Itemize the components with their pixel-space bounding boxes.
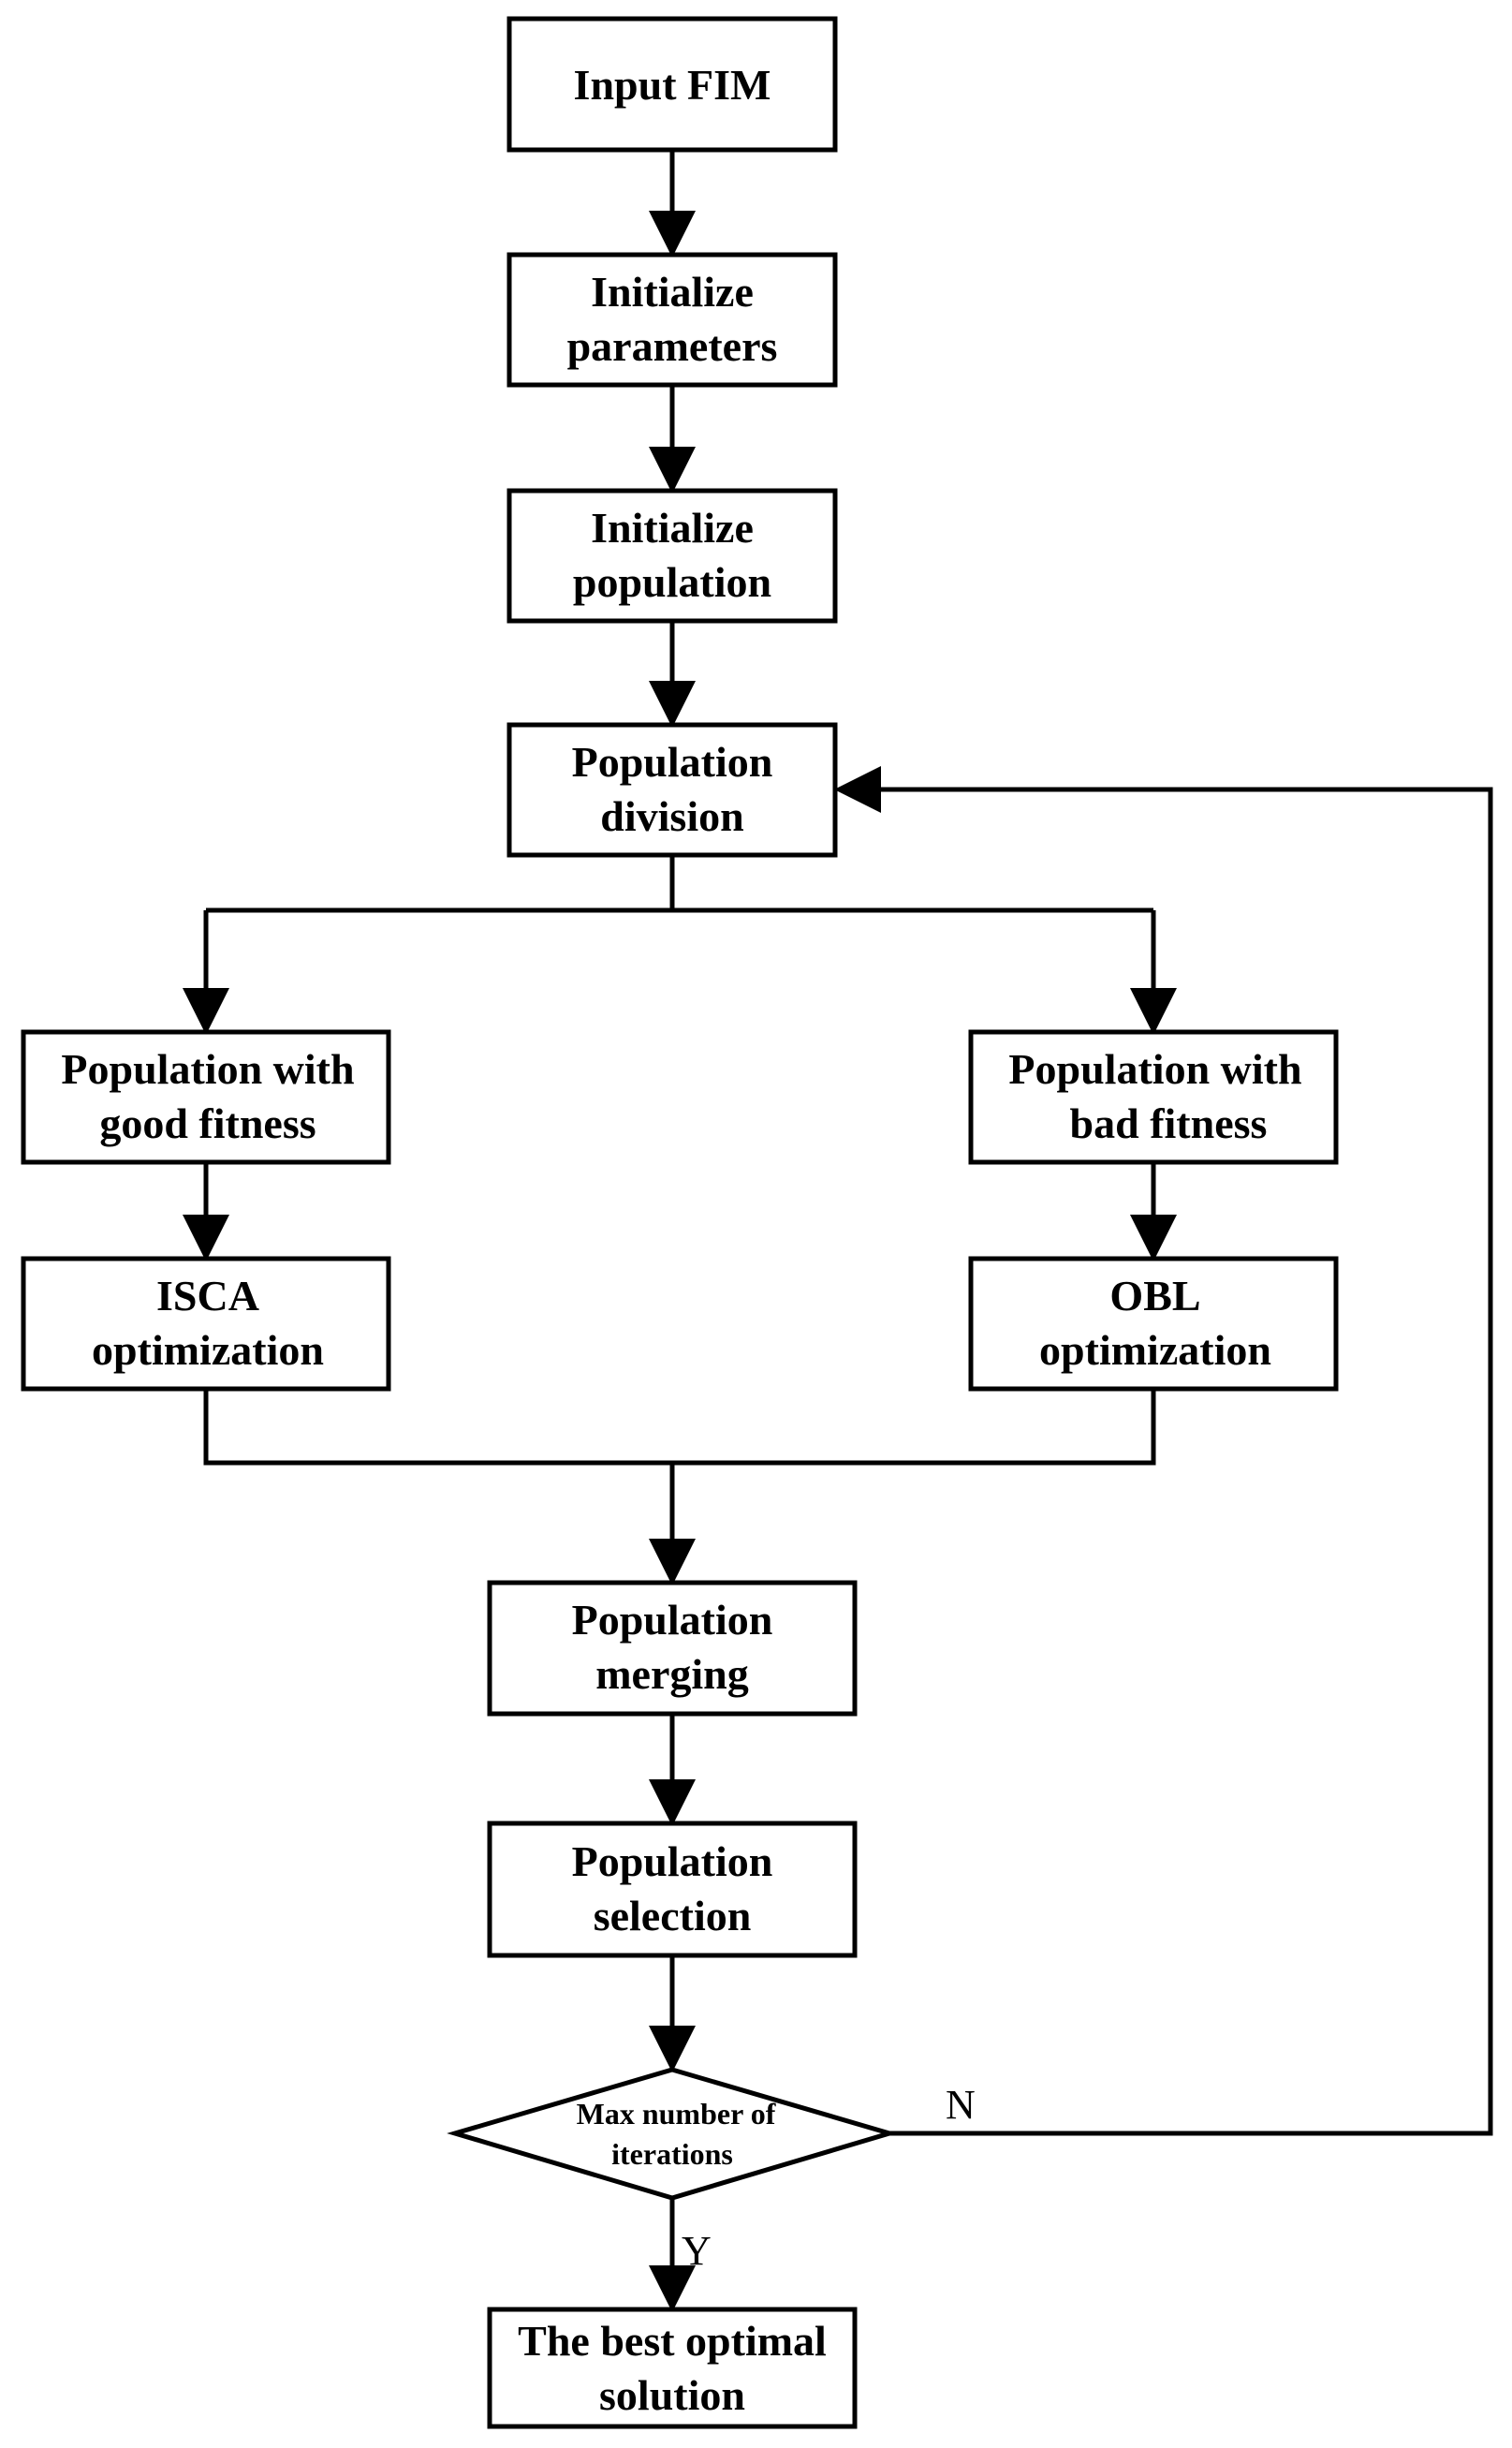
population-good-fitness-label-line-1: Population with [61,1045,354,1093]
initialize-population-box: Initialize population [506,488,838,624]
obl-optimization-label-line-2: optimization [1039,1326,1271,1374]
population-merging-label-line-2: merging [595,1650,749,1698]
max-iterations-decision: Max number of iterations [447,2067,898,2201]
max-iterations-label-line-1: Max number of [577,2097,776,2131]
initialize-population-label-line-2: population [573,558,771,606]
obl-optimization-label-line-1: OBL [1109,1272,1200,1320]
population-good-fitness-box: Population with good fitness [21,1029,391,1165]
best-optimal-solution-box: The best optimal solution [487,2307,858,2429]
best-optimal-solution-label-line-2: solution [599,2371,745,2419]
initialize-parameters-label-line-1: Initialize [591,268,754,316]
connectors [183,150,1493,2312]
population-selection-label-line-2: selection [594,1892,752,1939]
no-label: N [946,2082,976,2128]
input-fim-label-line-1: Input FIM [574,61,771,109]
population-division-label-line-2: division [600,792,743,840]
population-selection-box: Population selection [487,1821,858,1958]
initialize-population-label-line-1: Initialize [591,504,754,552]
population-bad-fitness-label-line-2: bad fitness [1070,1099,1268,1147]
initialize-parameters-box: Initialize parameters [506,252,838,388]
population-bad-fitness-box: Population with bad fitness [968,1029,1339,1165]
input-fim-box: Input FIM [506,16,838,153]
isca-optimization-label-line-1: ISCA [156,1272,259,1320]
obl-optimization-box: OBL optimization [968,1256,1339,1392]
population-merging-box: Population merging [487,1580,858,1717]
isca-optimization-box: ISCA optimization [21,1256,391,1392]
isca-optimization-label-line-2: optimization [92,1326,324,1374]
edge-decision-no-loop [834,766,1493,2136]
edge-isca-obl-join [203,1389,1156,1466]
population-division-box: Population division [506,722,838,858]
population-division-label-line-1: Population [572,738,773,786]
population-selection-label-line-1: Population [572,1837,773,1885]
population-bad-fitness-label-line-1: Population with [1008,1045,1301,1093]
yes-label: Y [682,2228,712,2274]
max-iterations-label-line-2: iterations [611,2137,733,2171]
initialize-parameters-label-line-2: parameters [567,322,778,370]
population-good-fitness-label-line-2: good fitness [99,1099,316,1147]
best-optimal-solution-label-line-1: The best optimal [518,2317,827,2365]
population-merging-label-line-1: Population [572,1596,773,1644]
